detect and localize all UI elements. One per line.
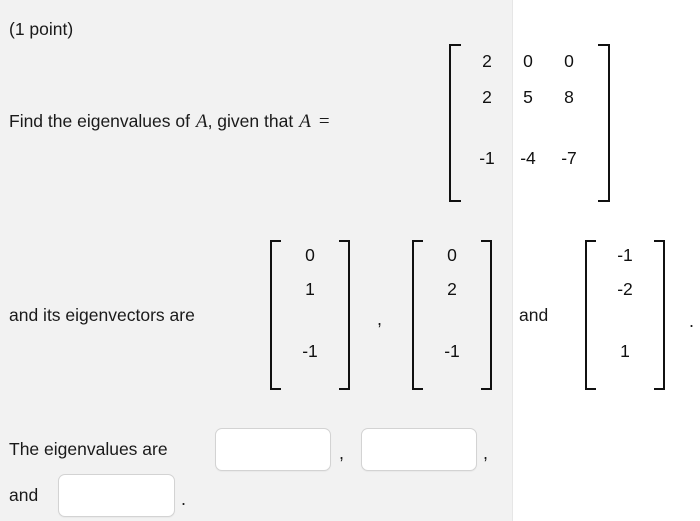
eigenvalue-input-3[interactable] <box>58 474 175 517</box>
matrix-cell-2-0: -1 <box>479 148 495 168</box>
answer-comma-2: , <box>483 443 489 463</box>
answer-lead-label: The eigenvalues are <box>9 439 168 459</box>
eigenvector-conjunction: and <box>519 305 549 325</box>
eigenvector-3-left-bracket <box>585 240 596 390</box>
answer-period: . <box>181 489 187 509</box>
panel-divider <box>512 0 513 521</box>
eigenvector-2-left-bracket <box>412 240 423 390</box>
matrix-cell-2-1: -4 <box>520 148 536 168</box>
matrix-variable-1: A <box>195 111 208 132</box>
eigenvector-sentence-period: . <box>689 311 695 331</box>
matrix-right-bracket <box>598 44 610 202</box>
eigenvector-3-right-bracket <box>654 240 665 390</box>
eigenvector-2-value-0: 0 <box>447 245 457 265</box>
matrix-cell-2-2: -7 <box>561 148 577 168</box>
eigenvector-separator-comma: , <box>377 309 383 329</box>
matrix-cell-1-1: 5 <box>523 87 533 107</box>
eigenvalue-input-1[interactable] <box>215 428 331 471</box>
matrix-cell-0-1: 0 <box>523 51 533 71</box>
eigenvalue-input-2[interactable] <box>361 428 477 471</box>
eigenvector-2-value-1: 2 <box>447 279 457 299</box>
eigenvector-2-right-bracket <box>481 240 492 390</box>
answer-comma-1: , <box>339 443 345 463</box>
prompt-prefix-text: Find the eigenvalues of <box>9 111 190 131</box>
matrix-left-bracket <box>449 44 461 202</box>
eigenvector-2-value-2: -1 <box>444 341 460 361</box>
eigenvector-3-value-1: -2 <box>617 279 633 299</box>
matrix-cell-1-0: 2 <box>482 87 492 107</box>
eigenvector-1-value-1: 1 <box>305 279 315 299</box>
answer-and-label: and <box>9 485 39 505</box>
equals-sign: = <box>318 111 330 132</box>
eigenvector-1-left-bracket <box>270 240 281 390</box>
prompt-mid-text: , given that <box>207 111 294 131</box>
eigenvector-1-right-bracket <box>339 240 350 390</box>
matrix-variable-2: A <box>299 111 311 132</box>
eigenvectors-label: and its eigenvectors are <box>9 305 195 325</box>
matrix-cell-0-2: 0 <box>564 51 574 71</box>
eigenvector-3-value-2: 1 <box>620 341 630 361</box>
eigenvector-1-value-2: -1 <box>302 341 318 361</box>
matrix-cell-1-2: 8 <box>564 87 574 107</box>
matrix-cell-0-0: 2 <box>482 51 492 71</box>
points-label: (1 point) <box>9 19 74 39</box>
eigenvector-3-value-0: -1 <box>617 245 633 265</box>
eigenvector-1-value-0: 0 <box>305 245 315 265</box>
